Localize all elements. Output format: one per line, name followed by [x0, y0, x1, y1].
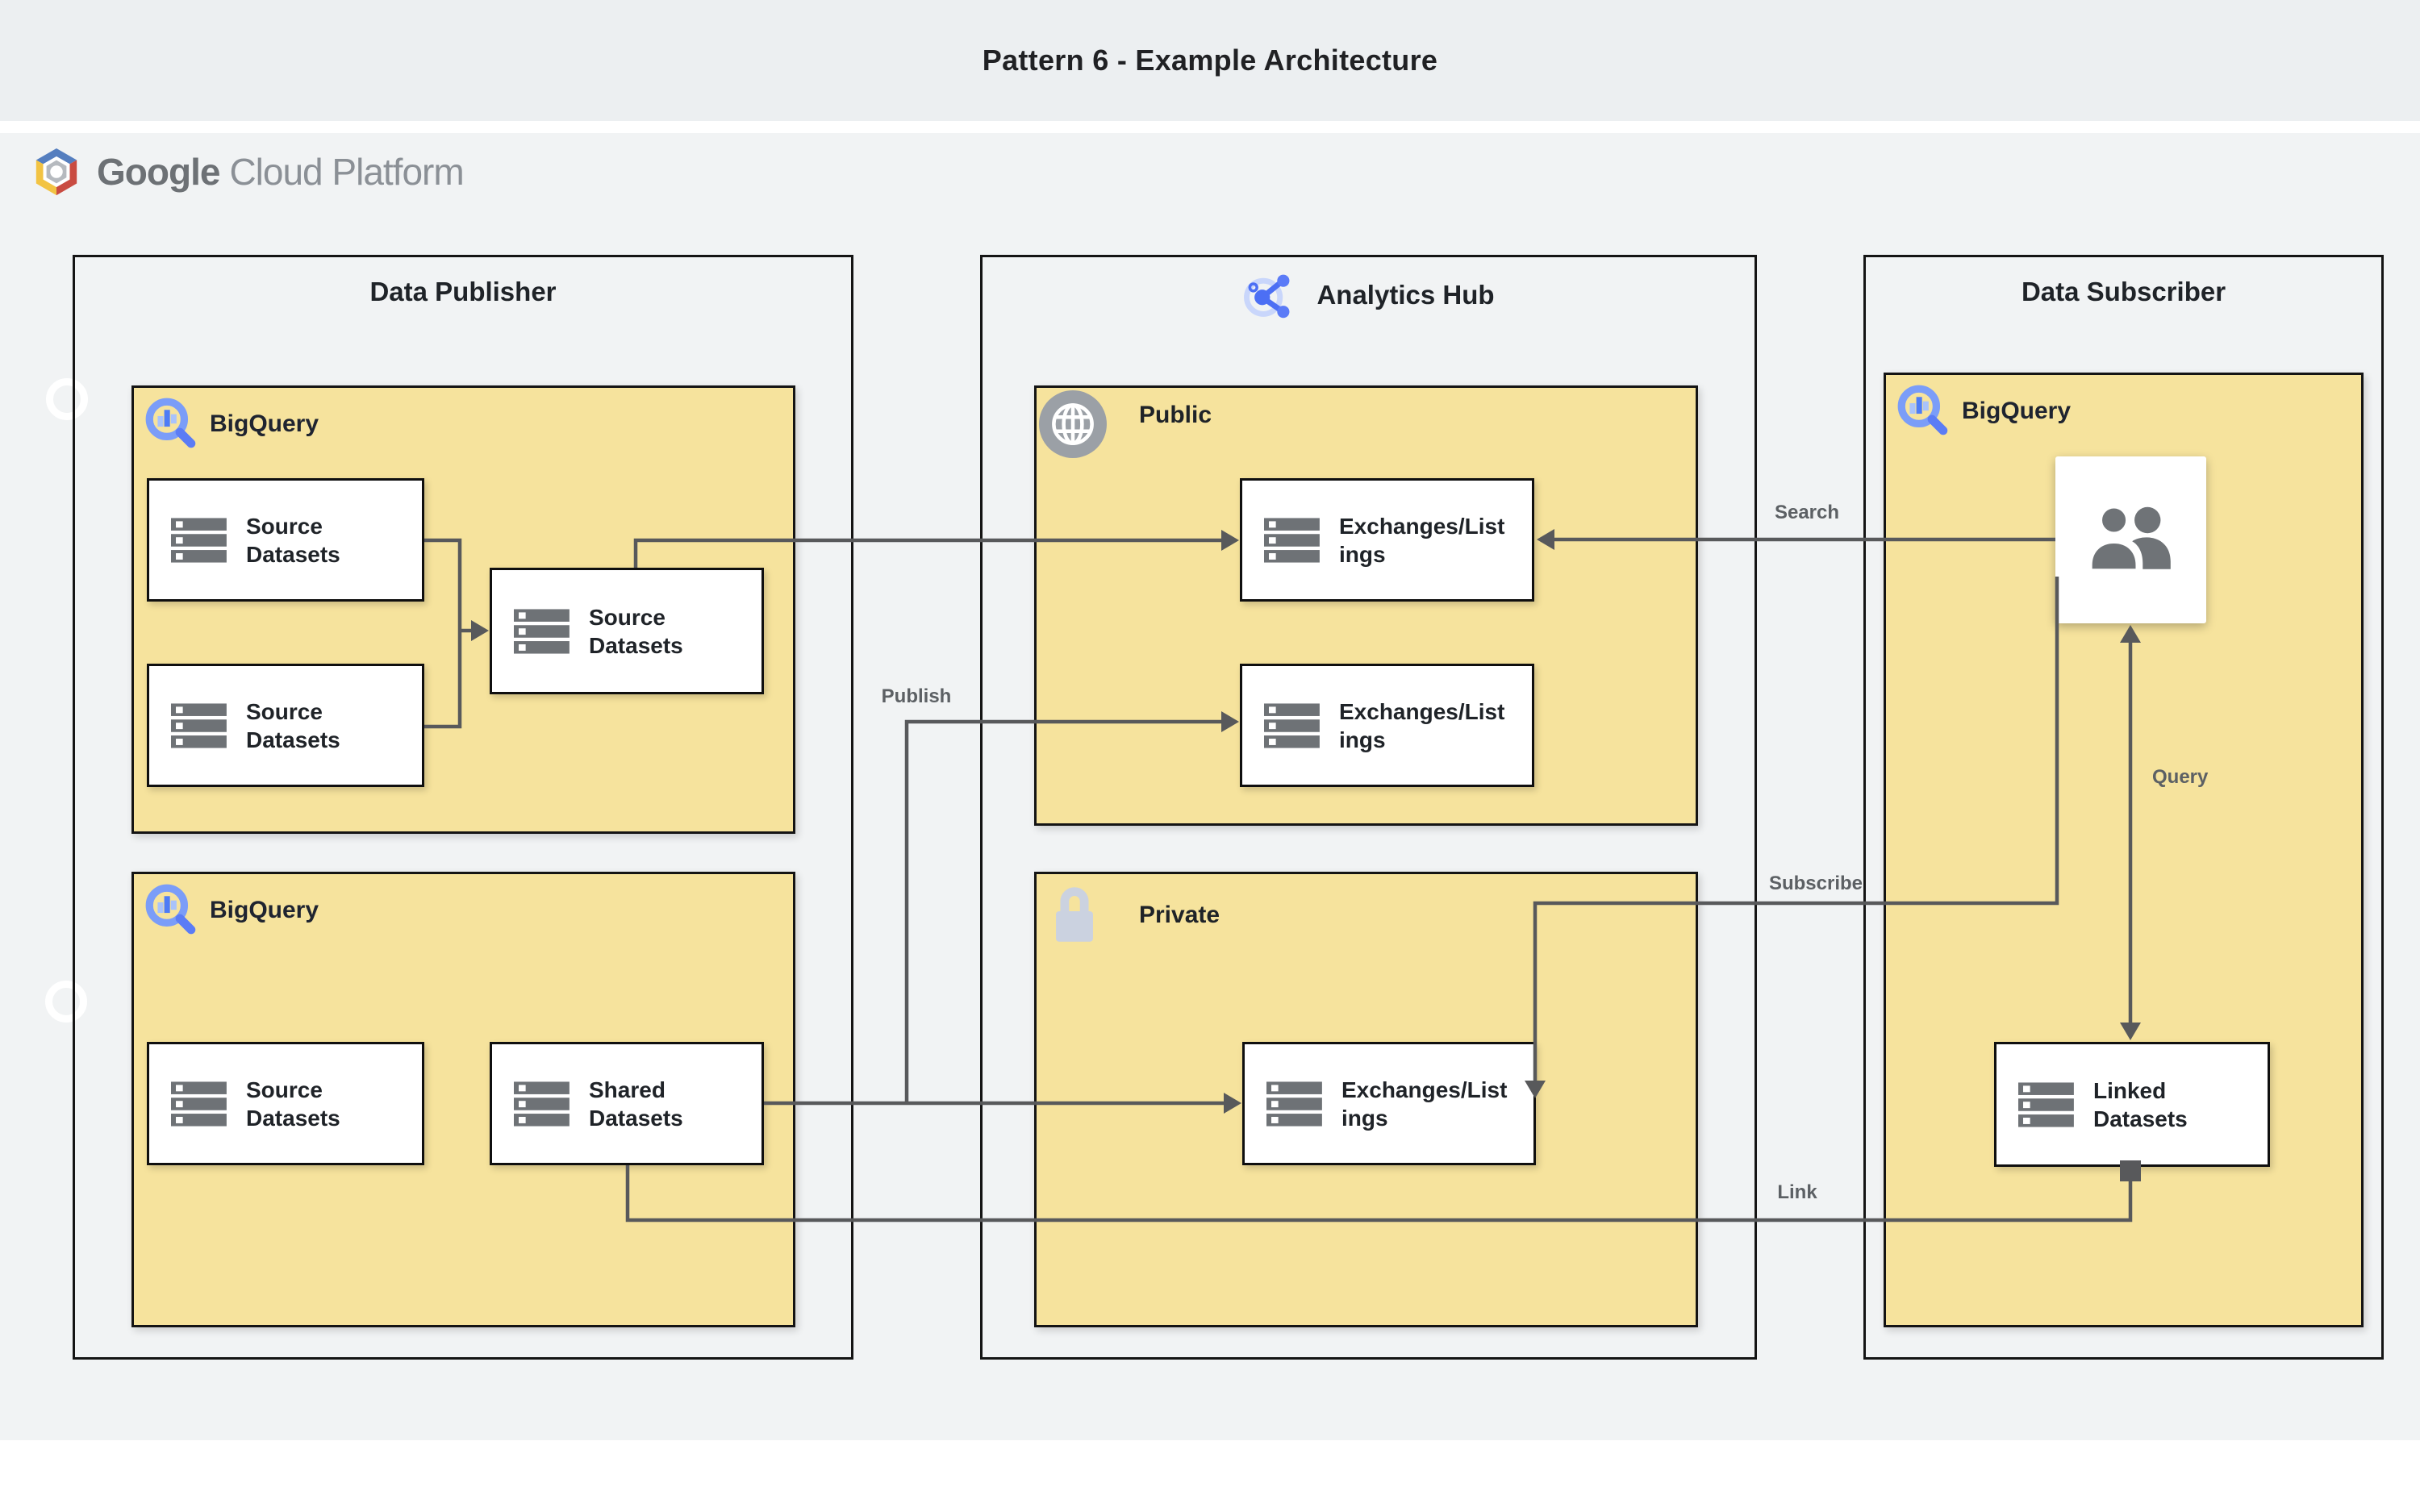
data-subscriber-container: Data Subscriber: [1863, 255, 2384, 1360]
title-bar: Pattern 6 - Example Architecture: [0, 0, 2420, 121]
dataset-icon: [1266, 1081, 1322, 1127]
bigquery-header: BigQuery: [142, 881, 319, 940]
link-square-connector: [2120, 1160, 2141, 1181]
analytics-hub-title: Analytics Hub: [1316, 280, 1495, 310]
edge-label-publish: Publish: [881, 685, 952, 707]
logo-text-cloud-platform: Cloud Platform: [229, 151, 464, 193]
node-label: Linked Datasets: [2093, 1077, 2188, 1131]
arrowhead: [2120, 625, 2141, 643]
node-label: Shared Datasets: [589, 1077, 683, 1131]
data-publisher-title: Data Publisher: [369, 277, 557, 306]
edge-label-search: Search: [1774, 502, 1840, 523]
dataset-icon: [514, 1081, 570, 1127]
bigquery-icon: [145, 398, 196, 448]
bigquery-icon: [145, 884, 196, 935]
exchanges-listings-node-a: Exchanges/Listings: [1240, 478, 1534, 602]
data-subscriber-title: Data Subscriber: [2021, 277, 2226, 306]
dataset-icon: [171, 702, 227, 748]
node-label: Source Datasets: [246, 1077, 340, 1131]
shared-datasets-node: Shared Datasets: [490, 1042, 764, 1165]
edge-link: [625, 1165, 2133, 1223]
dataset-icon: [1264, 517, 1320, 563]
exchanges-listings-node-b: Exchanges/Listings: [1240, 664, 1534, 787]
dataset-icon: [171, 1081, 227, 1127]
people-icon: [2087, 503, 2171, 573]
edge-publish: [904, 719, 1221, 1103]
arrowhead: [1221, 530, 1239, 551]
edge-publisher-to-public-a: [633, 538, 1221, 568]
dataset-icon: [514, 608, 570, 654]
bigquery-icon: [1897, 385, 1948, 435]
private-label: Private: [1139, 902, 1220, 928]
globe-icon: [1039, 390, 1107, 458]
data-publisher-container: Data Publisher: [73, 255, 853, 1360]
public-label: Public: [1139, 402, 1212, 428]
logo-text-google: Google: [97, 151, 220, 193]
source-datasets-node-a: Source Datasets: [147, 478, 424, 602]
arrowhead: [2120, 1023, 2141, 1040]
private-box: [1034, 872, 1698, 1327]
edge-label-query: Query: [2152, 766, 2209, 788]
page-title: Pattern 6 - Example Architecture: [982, 44, 1438, 77]
bigquery-label: BigQuery: [210, 897, 319, 923]
bigquery-label: BigQuery: [1962, 398, 2072, 424]
analytics-hub-icon: [1244, 274, 1290, 319]
exchanges-listings-node-c: Exchanges/Listings: [1242, 1042, 1536, 1165]
dataset-icon: [1264, 702, 1320, 748]
bigquery-header: BigQuery: [142, 394, 319, 454]
node-label: Source Datasets: [246, 513, 340, 567]
dataset-icon: [171, 517, 227, 563]
analytics-hub-header: Analytics Hub: [983, 269, 1754, 322]
arrowhead: [1525, 1081, 1546, 1098]
source-datasets-node-b: Source Datasets: [147, 664, 424, 787]
lock-icon: [1056, 887, 1093, 942]
dataset-icon: [2018, 1081, 2074, 1127]
arrowhead: [1221, 711, 1239, 732]
node-label: Source Datasets: [589, 604, 683, 658]
node-label: Exchanges/Listings: [1341, 1077, 1508, 1131]
edge-subscribe: [1533, 577, 2059, 1081]
node-label: Source Datasets: [246, 698, 340, 752]
bigquery-header: BigQuery: [1894, 381, 2071, 441]
arrowhead: [471, 620, 489, 641]
node-label: Exchanges/Listings: [1339, 513, 1505, 567]
decorative-ring: [45, 981, 87, 1023]
linked-datasets-node: Linked Datasets: [1994, 1042, 2270, 1167]
arrowhead: [1537, 529, 1554, 550]
edge-label-link: Link: [1777, 1181, 1817, 1203]
source-datasets-node-d: Source Datasets: [147, 1042, 424, 1165]
node-label: Exchanges/Listings: [1339, 698, 1505, 752]
gcp-hexagon-icon: [35, 148, 77, 196]
source-datasets-node-c: Source Datasets: [490, 568, 764, 694]
edge-label-subscribe: Subscribe: [1768, 873, 1863, 894]
decorative-ring: [46, 378, 88, 420]
edge-merge-sources: [424, 538, 462, 729]
bigquery-label: BigQuery: [210, 410, 319, 437]
arrowhead: [1224, 1093, 1241, 1114]
gcp-logo: Google Cloud Platform: [29, 147, 465, 197]
analytics-hub-container: Analytics Hub: [980, 255, 1757, 1360]
subscriber-users-card: [2055, 456, 2206, 623]
